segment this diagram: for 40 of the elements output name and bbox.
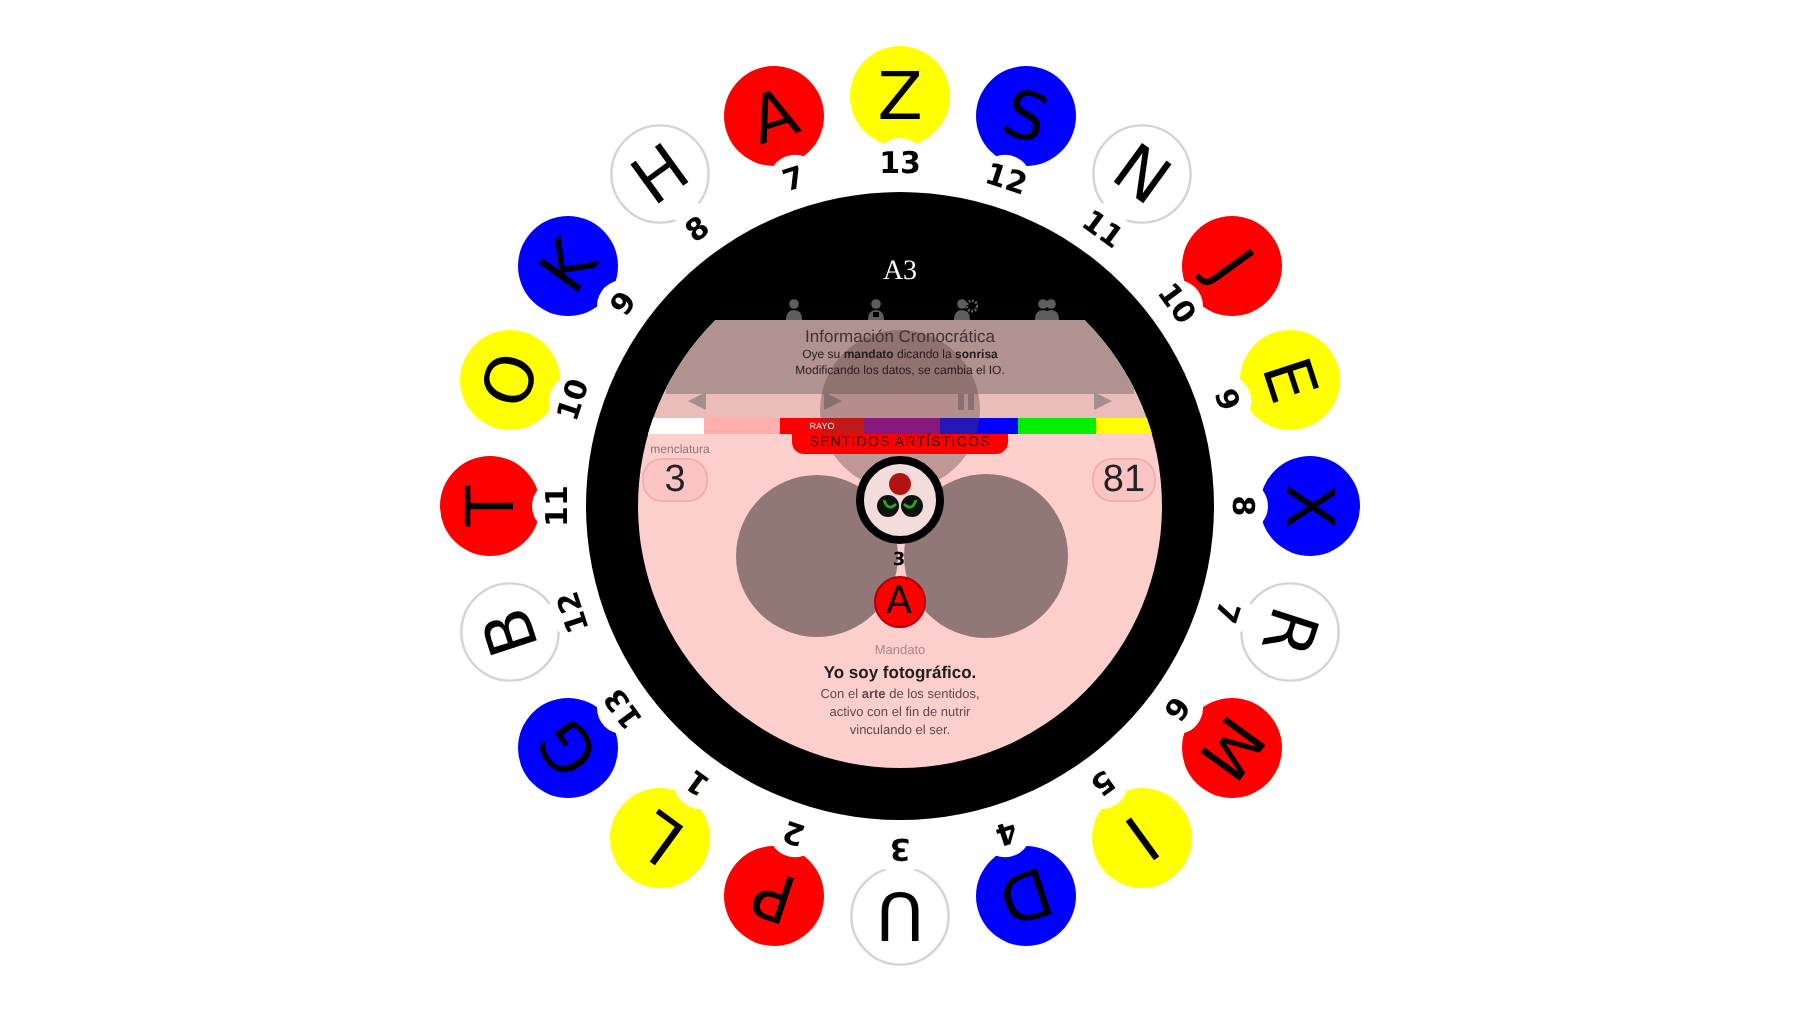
seal-letter: L <box>624 800 694 876</box>
seal-letter: T <box>457 485 523 527</box>
seal-letter: R <box>1251 600 1329 665</box>
seal-letter: H <box>619 133 699 216</box>
value-box <box>1092 458 1156 502</box>
seal-letter: I <box>1113 805 1169 870</box>
tone-number: 8 <box>681 211 717 248</box>
seal-letter: A <box>741 77 806 155</box>
tone-number: 4 <box>991 813 1021 849</box>
seal-letter: D <box>992 856 1061 936</box>
value-text: 3 <box>664 461 686 499</box>
tone-number: 10 <box>1152 279 1201 331</box>
seal-letter: U <box>875 883 925 949</box>
statement-heading: Yo soy fotográfico. <box>823 662 977 682</box>
tone-number: 8 <box>1227 495 1257 517</box>
tone-number: 3 <box>889 833 911 863</box>
tone-number: 13 <box>598 681 648 733</box>
seal-letter: Z <box>877 63 923 129</box>
tone-number: 10 <box>553 375 596 425</box>
tone-number: 9 <box>605 287 642 323</box>
screen-title: A3 <box>882 256 918 288</box>
tone-number: 7 <box>779 163 809 199</box>
seal-letter: B <box>471 600 549 665</box>
tone-number: 11 <box>543 485 573 527</box>
tone-number: 13 <box>879 149 921 179</box>
value-text: 81 <box>1102 461 1146 499</box>
seal-letter: X <box>1277 483 1343 529</box>
seal-letter: S <box>996 78 1057 154</box>
seal-letter: P <box>744 858 803 934</box>
seal-letter: E <box>1252 349 1328 410</box>
tone-number: 7 <box>1207 597 1243 627</box>
tone-number: 1 <box>681 764 717 801</box>
seal-letter: O <box>470 344 550 415</box>
tone-number: 12 <box>981 159 1031 202</box>
tone-number: 12 <box>553 587 596 637</box>
seal-letter: J <box>1199 237 1264 293</box>
tone-number: 9 <box>1207 385 1243 415</box>
tone-number: 2 <box>779 813 809 849</box>
seal-letter: K <box>528 228 608 302</box>
tone-number: 5 <box>1083 764 1119 801</box>
